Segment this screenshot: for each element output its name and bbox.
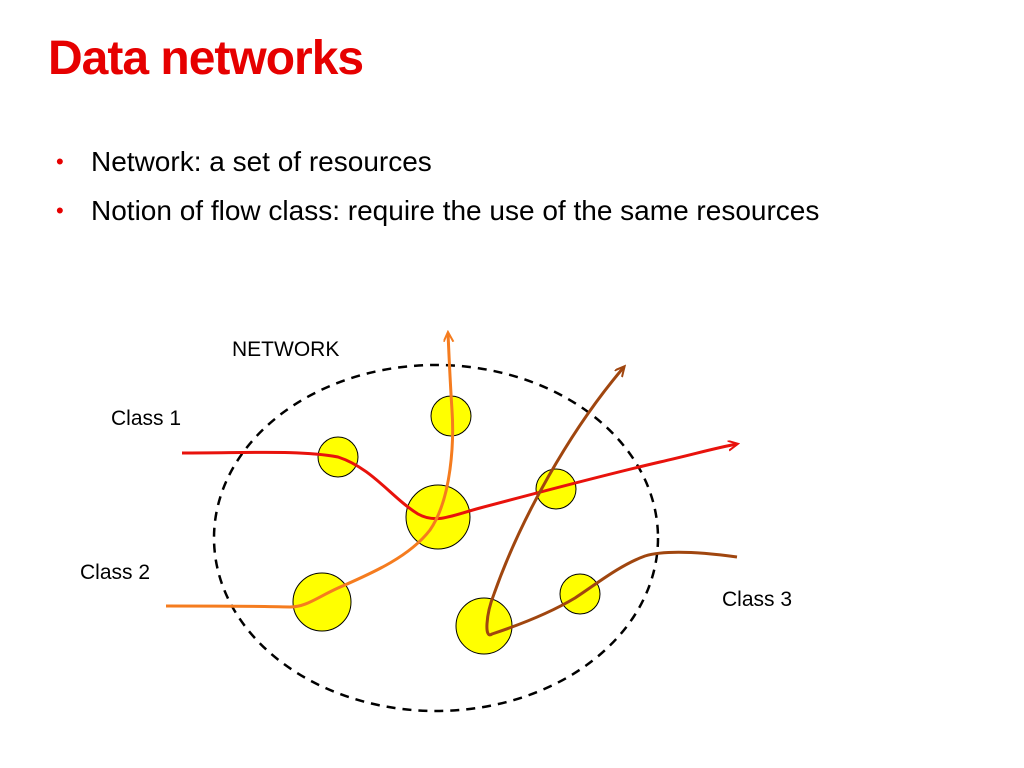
bullet-text: Network: a set of resources <box>91 146 432 177</box>
bullet-marker: • <box>56 198 64 223</box>
class-1-flow-path <box>181 444 737 521</box>
network-boundary <box>212 363 660 713</box>
class-2-flow-path <box>165 333 453 609</box>
bullet-item: • Network: a set of resources <box>56 142 856 182</box>
slide-title: Data networks <box>48 32 364 85</box>
class-3-flow-path <box>485 367 738 637</box>
resource-nodes <box>292 395 601 655</box>
bullet-text: Notion of flow class: require the use of… <box>91 195 820 226</box>
bullet-list: • Network: a set of resources • Notion o… <box>56 142 856 240</box>
class-3-label: Class 3 <box>722 588 792 611</box>
network-label: NETWORK <box>232 338 339 361</box>
bullet-item: • Notion of flow class: require the use … <box>56 191 856 231</box>
class-1-label: Class 1 <box>111 407 181 430</box>
class-2-label: Class 2 <box>80 561 150 584</box>
bullet-marker: • <box>56 149 64 174</box>
resource-node <box>455 597 513 655</box>
resource-node <box>292 572 352 632</box>
